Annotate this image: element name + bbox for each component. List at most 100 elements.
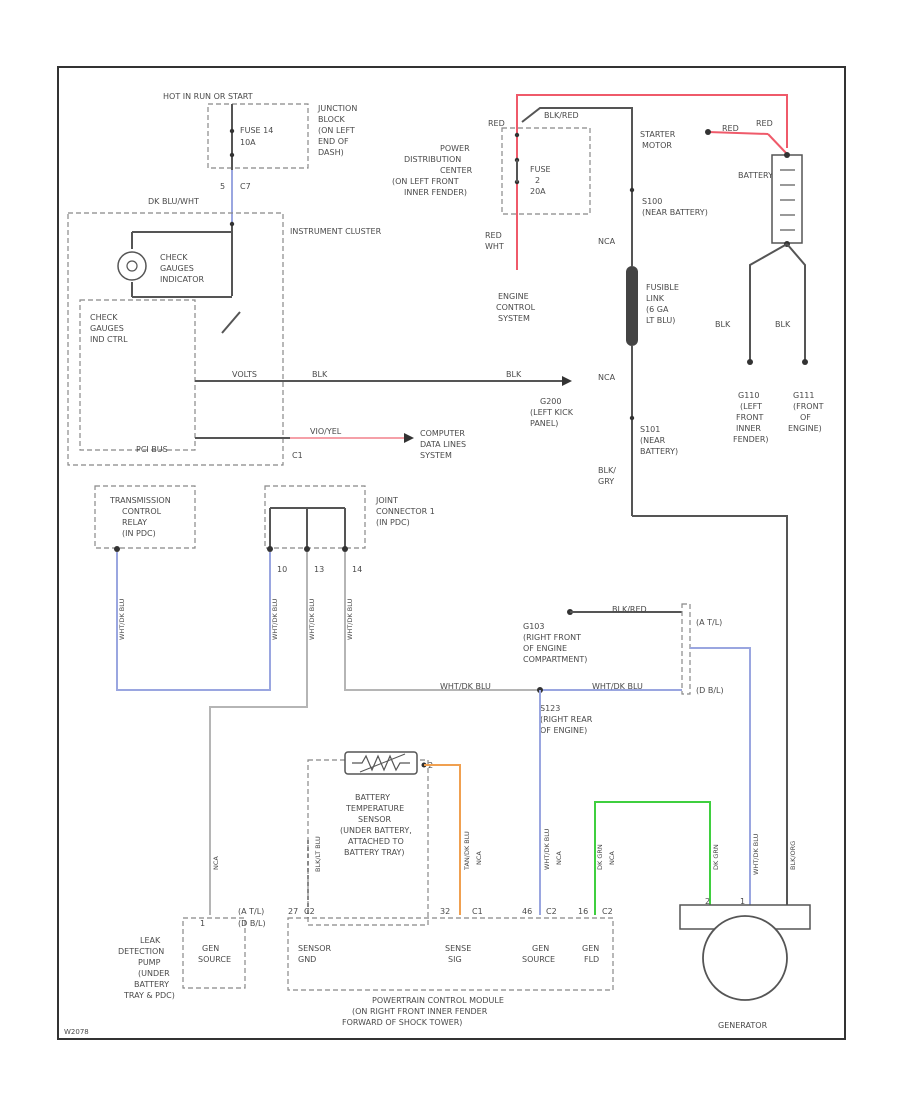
cluster-feed-dot	[229, 221, 235, 227]
red-starter-label: RED	[722, 124, 739, 133]
ldp-label-4: (UNDER	[138, 969, 170, 978]
joint-connector-label-3: (IN PDC)	[376, 518, 410, 527]
pdc-label-4: (ON LEFT FRONT	[392, 177, 459, 186]
pcm-gen-source-label-2: SOURCE	[522, 955, 555, 964]
blk-battery-label-1: BLK	[715, 320, 731, 329]
g200-label-3: PANEL)	[530, 419, 558, 428]
nca-green-label: NCA	[608, 851, 616, 865]
fusible-link-label-2: LINK	[646, 294, 665, 303]
junction-block-label-1: JUNCTION	[317, 104, 357, 113]
ldp-label-5: BATTERY	[134, 980, 169, 989]
g103-to-gen-wire	[690, 647, 751, 905]
generator-label: GENERATOR	[718, 1021, 768, 1030]
s101-label-3: BATTERY)	[640, 447, 678, 456]
red-battery-diag	[767, 133, 788, 155]
generator-body	[702, 915, 788, 1001]
jc14-wire-label: WHT/DK BLU	[346, 598, 354, 640]
green-field-wire	[594, 801, 711, 915]
ctrl-switch	[221, 311, 241, 334]
battery-neg-left	[749, 243, 788, 360]
g110-label-3: FRONT	[736, 413, 763, 422]
s100-dot	[629, 187, 635, 193]
gen-fld-label-2: FLD	[584, 955, 599, 964]
blk-red-top-label: BLK/RED	[544, 111, 579, 120]
c7-label: C7	[240, 182, 251, 191]
red-battery-wire	[516, 94, 788, 270]
gen-pin-2: 2	[705, 897, 710, 906]
battery-pos-post	[784, 152, 790, 158]
pcm-pin-46: 46	[522, 907, 532, 916]
orange-sensor-wire	[424, 764, 461, 915]
computer-data-label-2: DATA LINES	[420, 440, 466, 449]
s123-label-1: S123	[540, 704, 560, 713]
starter-motor-label-1: STARTER	[640, 130, 676, 139]
engine-control-label-1: ENGINE	[498, 292, 529, 301]
tcr-box	[94, 485, 196, 549]
check-gauges-ctrl-label-2: GAUGES	[90, 324, 124, 333]
g103-connector-box	[681, 603, 691, 695]
check-gauges-ctrl-label-1: CHECK	[90, 313, 118, 322]
junction-block-label-2: BLOCK	[318, 115, 346, 124]
fuse14-dot-bottom	[229, 152, 235, 158]
pdc-label-3: CENTER	[440, 166, 473, 175]
ldp-label-1: LEAK	[140, 936, 161, 945]
corner-code: W2078	[64, 1028, 89, 1036]
pdc-label-2: DISTRIBUTION	[404, 155, 461, 164]
fuse2-label-2: 2	[535, 176, 540, 185]
check-gauges-indicator-filament	[126, 260, 138, 272]
blk-battery-label-2: BLK	[775, 320, 791, 329]
red-battery-label: RED	[756, 119, 773, 128]
jc-pin-14	[342, 546, 348, 552]
g110-label-2: (LEFT	[740, 402, 762, 411]
blk-gry-label-1: BLK/	[598, 466, 616, 475]
fusible-link-label-1: FUSIBLE	[646, 283, 679, 292]
s100-label-2: (NEAR BATTERY)	[642, 208, 708, 217]
fusible-link-body	[626, 266, 638, 346]
nca-orange-label: NCA	[475, 851, 483, 865]
splice-wire-label-1: WHT/DK BLU	[440, 682, 491, 691]
pdc-dot-1	[514, 132, 520, 138]
junction-block-box	[207, 103, 309, 169]
gen-wire-label: WHT/DK BLU	[752, 833, 760, 875]
s101-label-2: (NEAR	[640, 436, 666, 445]
blk-gry-label-2: GRY	[598, 477, 614, 486]
atl-label: (A T/L)	[696, 618, 722, 627]
pcm-label-2: (ON RIGHT FRONT INNER FENDER	[352, 1007, 488, 1016]
g200-label-1: G200	[540, 397, 561, 406]
ldp-label-6: TRAY & PDC)	[123, 991, 175, 1000]
ldp-box	[182, 917, 246, 989]
joint-connector-label-2: CONNECTOR 1	[376, 507, 435, 516]
jc-pin-10-label: 10	[277, 565, 287, 574]
sensor-gnd-label-2: GND	[298, 955, 316, 964]
s123-label-2: (RIGHT REAR	[540, 715, 593, 724]
green-wire-label: DK GRN	[596, 844, 604, 870]
pcm-label-3: FORWARD OF SHOCK TOWER)	[342, 1018, 462, 1027]
bts-resistor	[352, 754, 410, 772]
gen-wire-label-2: BLK/ORG	[789, 841, 797, 870]
blk-ground-label-2: BLK	[506, 370, 522, 379]
s100-label-1: S100	[642, 197, 662, 206]
bts-label-5: ATTACHED TO	[348, 837, 404, 846]
pcm-label-1: POWERTRAIN CONTROL MODULE	[372, 996, 504, 1005]
red-wht-label-1: RED	[485, 231, 502, 240]
pcm-pin-27-c: C2	[304, 907, 315, 916]
joint-connector-label-1: JOINT	[375, 496, 398, 505]
jc-pin-13-label: 13	[314, 565, 324, 574]
fuse2-label-3: 20A	[530, 187, 546, 196]
pcm-pin-16-c: C2	[602, 907, 613, 916]
jc-pin-14-label: 14	[352, 565, 362, 574]
ldp-label-3: PUMP	[138, 958, 161, 967]
ldp-pin-atl: (A T/L)	[238, 907, 264, 916]
blk-red-top-wire	[521, 107, 633, 205]
battery-neg-right	[786, 243, 806, 360]
sense-sig-label-2: SIG	[448, 955, 462, 964]
g110-label-4: INNER	[736, 424, 761, 433]
computer-data-arrow	[404, 433, 414, 443]
pdc-label-5: INNER FENDER)	[404, 188, 467, 197]
vio-yel-label: VIO/YEL	[310, 427, 342, 436]
tcr-to-jc-wire	[116, 552, 271, 691]
pdc-box	[501, 127, 591, 215]
pdc-label-1: POWER	[440, 144, 470, 153]
g111-label-1: G111	[793, 391, 814, 400]
green-wire-label-2: DK GRN	[712, 844, 720, 870]
